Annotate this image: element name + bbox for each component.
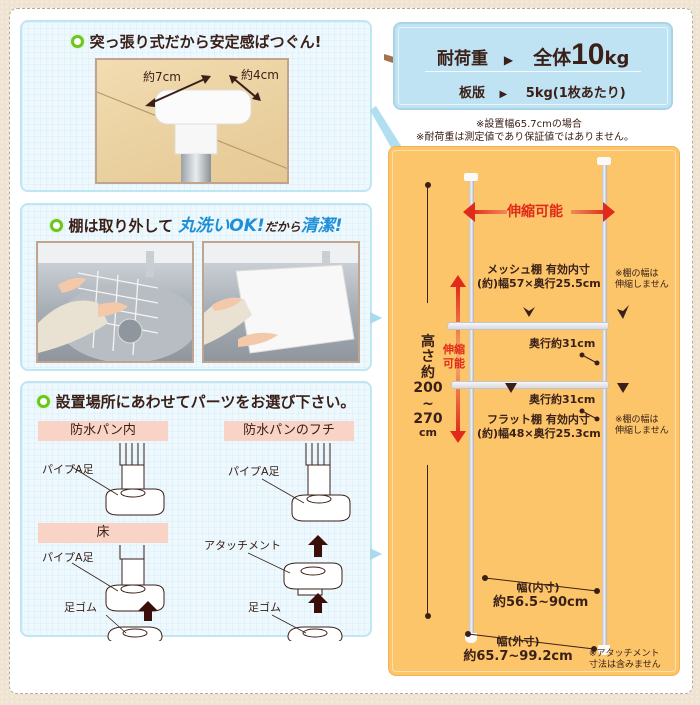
- right-pole: [602, 161, 607, 647]
- dot-marker: [425, 613, 431, 619]
- ceiling-cap-right: [597, 157, 611, 165]
- outer-width-label: 幅(外寸) 約65.7~99.2cm: [463, 635, 573, 664]
- wash-flat-shelf-photo: [202, 241, 360, 363]
- ring-bullet-icon: [49, 219, 63, 232]
- label-waterproof-pan-edge: 防水パンのフチ: [224, 421, 354, 441]
- part-rubber-foot-1: 足ゴム: [64, 601, 97, 614]
- dim-depth-label: 約4cm: [241, 68, 279, 82]
- mesh-shelf-note: ※棚の幅は 伸縮しません: [615, 269, 669, 291]
- spec-note-disclaimer: ※耐荷重は測定値であり保証値ではありません。: [416, 132, 634, 143]
- width-dimension-lines: [465, 305, 629, 652]
- ring-bullet-icon: [36, 395, 50, 408]
- up-arrow-icons: [138, 535, 328, 621]
- load-capacity-box: 耐荷重 ▶ 全体10kg 板版 ▶ 5kg(1枚あたり): [393, 22, 673, 110]
- foot-cap-right: [598, 645, 610, 655]
- foot-cap-left: [465, 633, 477, 643]
- ceiling-mount-illustration: [97, 75, 287, 182]
- part-pipe-a-foot-3: パイプA足: [42, 551, 94, 564]
- height-label: 高 さ 約 200 ~ 270 cm: [413, 334, 443, 440]
- vertical-extend-arrow: [450, 275, 466, 443]
- feature-title-washable: 棚は取り外して 丸洗いOK!だから清潔!: [22, 211, 370, 236]
- mesh-shelf-washing-illustration: [38, 243, 192, 361]
- depth-label-1: 奥行約31cm: [529, 337, 596, 350]
- arrow-right-icon: ▶: [499, 89, 508, 100]
- ring-bullet-icon: [70, 35, 84, 48]
- dimension-diagram: 高 さ 約 200 ~ 270 cm 伸縮可能 伸縮 可能: [388, 146, 680, 676]
- board-row: 板版 ▶ 5kg(1枚あたり): [459, 86, 626, 101]
- dot-marker: [425, 182, 431, 188]
- height-line-bottom: [427, 465, 428, 615]
- feature-box-parts: 設置場所にあわせてパーツをお選び下さい。 防水パン内 防水パンのフチ 床: [20, 381, 372, 641]
- flat-shelf: [451, 381, 609, 389]
- feature-title-tension: 突っ張り式だから安定感ばつぐん!: [22, 31, 370, 52]
- part-pipe-a-foot-2: パイプA足: [228, 465, 280, 478]
- height-line-top: [427, 185, 428, 303]
- feature-box-washable: 棚は取り外して 丸洗いOK!だから清潔!: [20, 203, 372, 371]
- load-row: 耐荷重 ▶ 全体10kg: [437, 38, 630, 71]
- attachment-note: ※アタッチメント 寸法は含みません: [589, 649, 661, 671]
- mesh-shelf-label: メッシュ棚 有効内寸 (約)幅57×奥行25.5cm: [477, 263, 601, 290]
- label-floor: 床: [38, 523, 168, 543]
- depth-label-2: 奥行約31cm: [529, 393, 596, 406]
- part-pipe-a-foot-1: パイプA足: [42, 463, 94, 476]
- spec-note-width: ※設置幅65.7cmの場合: [476, 119, 582, 130]
- left-pole: [469, 177, 474, 635]
- wash-mesh-shelf-photo: [36, 241, 194, 363]
- part-rubber-foot-2: 足ゴム: [248, 601, 281, 614]
- ceiling-cap-left: [464, 173, 478, 181]
- part-attachment: アタッチメント: [204, 539, 281, 552]
- feature-box-tension: 突っ張り式だから安定感ばつぐん! 約7cm 約4cm: [20, 20, 372, 192]
- extendable-label-horizontal: 伸縮可能: [507, 204, 563, 220]
- arrow-right-icon: ▶: [503, 53, 514, 67]
- horizontal-extend-arrow: [463, 202, 615, 222]
- spec-divider: [425, 71, 641, 72]
- ceiling-mount-photo: 約7cm 約4cm: [95, 58, 289, 184]
- feature-title-parts: 設置場所にあわせてパーツをお選び下さい。: [22, 391, 370, 412]
- extendable-label-vertical: 伸縮 可能: [443, 343, 465, 370]
- dim-width-label: 約7cm: [143, 70, 181, 84]
- inner-width-label: 幅(内寸) 約56.5~90cm: [493, 581, 589, 610]
- label-waterproof-pan-inside: 防水パン内: [38, 421, 168, 441]
- curved-arrow-icon: [523, 307, 535, 317]
- flat-shelf-note: ※棚の幅は 伸縮しません: [615, 415, 669, 437]
- flat-shelf-label: フラット棚 有効内寸 (約)幅48×奥行25.3cm: [477, 413, 601, 440]
- parts-illustrations: [71, 443, 351, 641]
- flat-shelf-washing-illustration: [204, 243, 358, 354]
